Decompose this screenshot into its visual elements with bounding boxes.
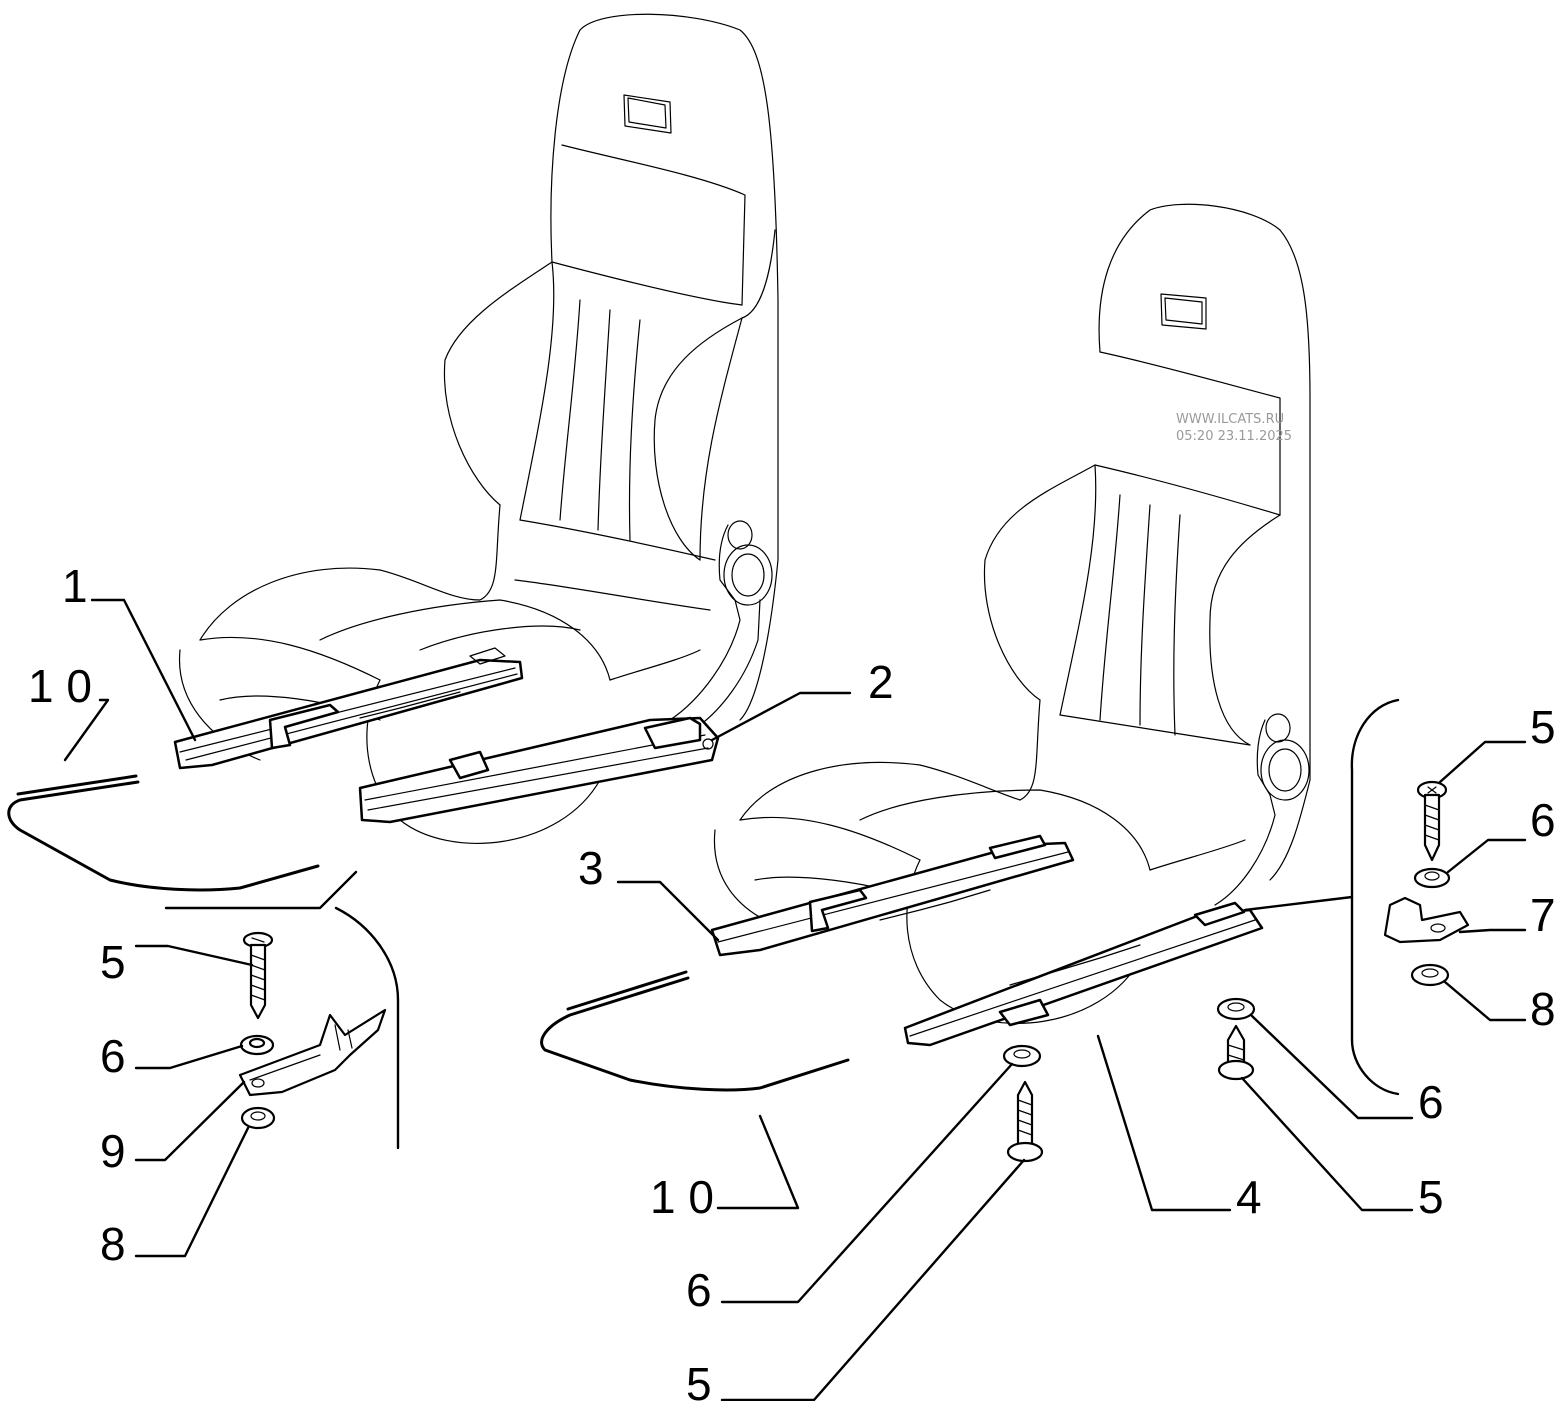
leader-lines xyxy=(63,598,1527,1401)
nut-8-left xyxy=(240,1106,276,1130)
screw-5-right-top xyxy=(1416,780,1448,862)
callout-5-right-middle: 5 xyxy=(1418,1171,1444,1223)
callout-1: 1 xyxy=(62,560,88,612)
rail-2-left-seat-outer xyxy=(358,716,720,824)
rail-4-right-seat-outer xyxy=(903,901,1264,1047)
callout-5-right-top: 5 xyxy=(1530,701,1556,753)
watermark-site: WWW.ILCATS.RU xyxy=(1176,412,1284,427)
callout-4: 4 xyxy=(1236,1171,1262,1223)
callout-2: 2 xyxy=(868,656,894,708)
screw-5-right-bottom xyxy=(1006,1080,1044,1163)
left-kit-group-bracket xyxy=(164,870,400,1150)
right-kit-group-bracket xyxy=(1350,698,1400,1096)
callout-10-right: 1 0 xyxy=(650,1171,714,1223)
right-kit-group-bracket-arrow xyxy=(1243,895,1354,912)
screw-5-right-middle xyxy=(1217,1024,1255,1081)
callout-7: 7 xyxy=(1530,889,1556,941)
washer-6-right-middle xyxy=(1216,997,1256,1021)
washer-6-left xyxy=(239,1034,275,1056)
washer-6-right-bottom xyxy=(1002,1044,1042,1068)
callout-6-bottom: 6 xyxy=(686,1264,712,1316)
watermark-timestamp: 05:20 23.11.2025 xyxy=(1176,429,1292,444)
callout-5-bottom: 5 xyxy=(686,1358,712,1401)
wire-rod-10-left xyxy=(7,774,320,892)
callout-6-left: 6 xyxy=(100,1030,126,1082)
callout-5-left: 5 xyxy=(100,936,126,988)
callout-10-left: 1 0 xyxy=(28,660,92,712)
wire-rod-10-right xyxy=(540,970,850,1092)
callout-9: 9 xyxy=(100,1125,126,1177)
rail-3-right-seat-inner xyxy=(710,834,1075,957)
callout-8-left: 8 xyxy=(100,1218,126,1270)
watermark: WWW.ILCATS.RU 05:20 23.11.2025 xyxy=(1176,412,1292,444)
callout-6-right-top: 6 xyxy=(1530,794,1556,846)
washer-6-right-top xyxy=(1413,867,1451,889)
nut-8-right xyxy=(1410,963,1450,987)
bracket-9-left xyxy=(238,1008,387,1097)
right-seat xyxy=(713,203,1311,1024)
callout-8-right: 8 xyxy=(1530,983,1556,1035)
screw-5-left xyxy=(242,931,274,1020)
callout-6-right-middle: 6 xyxy=(1418,1076,1444,1128)
callout-labels: 1 1 0 2 5 6 9 8 3 1 0 6 5 4 5 6 5 6 7 8 xyxy=(28,560,1556,1401)
bracket-7-right xyxy=(1383,896,1470,944)
callout-3: 3 xyxy=(578,842,604,894)
rail-1-left-seat-inner xyxy=(173,647,524,770)
